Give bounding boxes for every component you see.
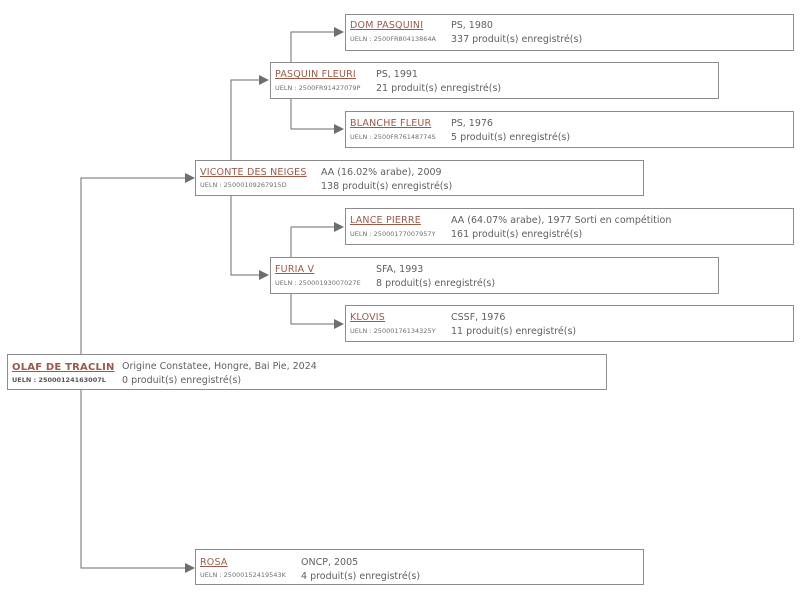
horse-ueln: UELN : 2500FR80413864A xyxy=(350,35,436,43)
horse-info: PS, 1980 337 produit(s) enregistré(s) xyxy=(451,19,582,47)
horse-produits: 161 produit(s) enregistré(s) xyxy=(451,229,583,240)
horse-card-sire-sire-sire: DOM PASQUINI UELN : 2500FR80413864A PS, … xyxy=(345,14,794,51)
horse-name-link[interactable]: ROSA xyxy=(200,557,228,568)
horse-info: AA (16.02% arabe), 2009 138 produit(s) e… xyxy=(321,166,452,194)
horse-details: CSSF, 1976 xyxy=(451,312,506,323)
horse-produits: 5 produit(s) enregistré(s) xyxy=(451,132,571,143)
horse-produits: 11 produit(s) enregistré(s) xyxy=(451,326,577,337)
horse-produits: 8 produit(s) enregistré(s) xyxy=(376,278,496,289)
connector-sire-ss xyxy=(230,75,269,160)
horse-details: Origine Constatee, Hongre, Bai Pie, 2024 xyxy=(122,361,317,372)
horse-details: AA (64.07% arabe), 1977 Sorti en compéti… xyxy=(451,215,672,226)
horse-info: PS, 1991 21 produit(s) enregistré(s) xyxy=(376,68,501,96)
horse-card-sire-sire: PASQUIN FLEURI UELN : 2500FR91427079P PS… xyxy=(270,62,719,99)
horse-name-link[interactable]: LANCE PIERRE xyxy=(350,215,421,226)
horse-ueln: UELN : 25000176134325Y xyxy=(350,327,436,335)
connector-sd-sdd xyxy=(290,294,344,329)
horse-name-link[interactable]: BLANCHE FLEUR xyxy=(350,118,432,129)
horse-ueln: UELN : 25000193007027E xyxy=(275,279,361,287)
horse-details: AA (16.02% arabe), 2009 xyxy=(321,167,442,178)
horse-produits: 138 produit(s) enregistré(s) xyxy=(321,181,453,192)
connector-root-sire xyxy=(80,173,195,354)
horse-name-link[interactable]: PASQUIN FLEURI xyxy=(275,69,356,80)
horse-produits: 337 produit(s) enregistré(s) xyxy=(451,34,583,45)
horse-card-root: OLAF DE TRACLIN UELN : 25000124163007L O… xyxy=(7,354,607,390)
horse-card-sire-dam: FURIA V UELN : 25000193007027E SFA, 1993… xyxy=(270,257,719,294)
horse-produits: 21 produit(s) enregistré(s) xyxy=(376,83,502,94)
horse-card-sire-sire-dam: BLANCHE FLEUR UELN : 2500FR76148774S PS,… xyxy=(345,111,794,148)
horse-name-link[interactable]: FURIA V xyxy=(275,264,315,275)
horse-info: AA (64.07% arabe), 1977 Sorti en compéti… xyxy=(451,214,671,242)
horse-produits: 0 produit(s) enregistré(s) xyxy=(122,375,242,386)
horse-card-dam: ROSA UELN : 25000152419543K ONCP, 2005 4… xyxy=(195,549,644,585)
horse-ueln: UELN : 2500FR91427079P xyxy=(275,84,361,92)
horse-info: PS, 1976 5 produit(s) enregistré(s) xyxy=(451,117,570,145)
horse-ueln: UELN : 2500FR76148774S xyxy=(350,133,436,141)
horse-info: ONCP, 2005 4 produit(s) enregistré(s) xyxy=(301,556,420,584)
horse-card-sire: VICONTE DES NEIGES UELN : 25000109267915… xyxy=(195,160,644,196)
horse-card-sire-dam-dam: KLOVIS UELN : 25000176134325Y CSSF, 1976… xyxy=(345,305,794,342)
horse-ueln: UELN : 25000124163007L xyxy=(12,376,106,384)
horse-ueln: UELN : 25000109267915D xyxy=(200,181,287,189)
horse-ueln: UELN : 25000152419543K xyxy=(200,571,286,579)
horse-details: SFA, 1993 xyxy=(376,264,424,275)
horse-details: PS, 1991 xyxy=(376,69,418,80)
horse-name-link[interactable]: KLOVIS xyxy=(350,312,386,323)
connector-root-dam xyxy=(80,390,195,573)
horse-ueln: UELN : 25000177007957Y xyxy=(350,230,436,238)
connector-sd-sds xyxy=(290,222,344,257)
horse-info: SFA, 1993 8 produit(s) enregistré(s) xyxy=(376,263,495,291)
horse-produits: 4 produit(s) enregistré(s) xyxy=(301,571,421,582)
horse-info: CSSF, 1976 11 produit(s) enregistré(s) xyxy=(451,311,576,339)
connector-ss-ssd xyxy=(290,99,344,134)
connector-ss-sss xyxy=(290,27,344,62)
horse-card-sire-dam-sire: LANCE PIERRE UELN : 25000177007957Y AA (… xyxy=(345,208,794,245)
horse-name-link[interactable]: VICONTE DES NEIGES xyxy=(200,167,307,178)
horse-name-link[interactable]: DOM PASQUINI xyxy=(350,20,424,31)
horse-details: PS, 1976 xyxy=(451,118,493,129)
horse-name-link[interactable]: OLAF DE TRACLIN xyxy=(12,362,115,373)
connector-sire-sd xyxy=(230,196,269,280)
horse-details: PS, 1980 xyxy=(451,20,493,31)
horse-info: Origine Constatee, Hongre, Bai Pie, 2024… xyxy=(122,360,317,388)
horse-details: ONCP, 2005 xyxy=(301,557,359,568)
